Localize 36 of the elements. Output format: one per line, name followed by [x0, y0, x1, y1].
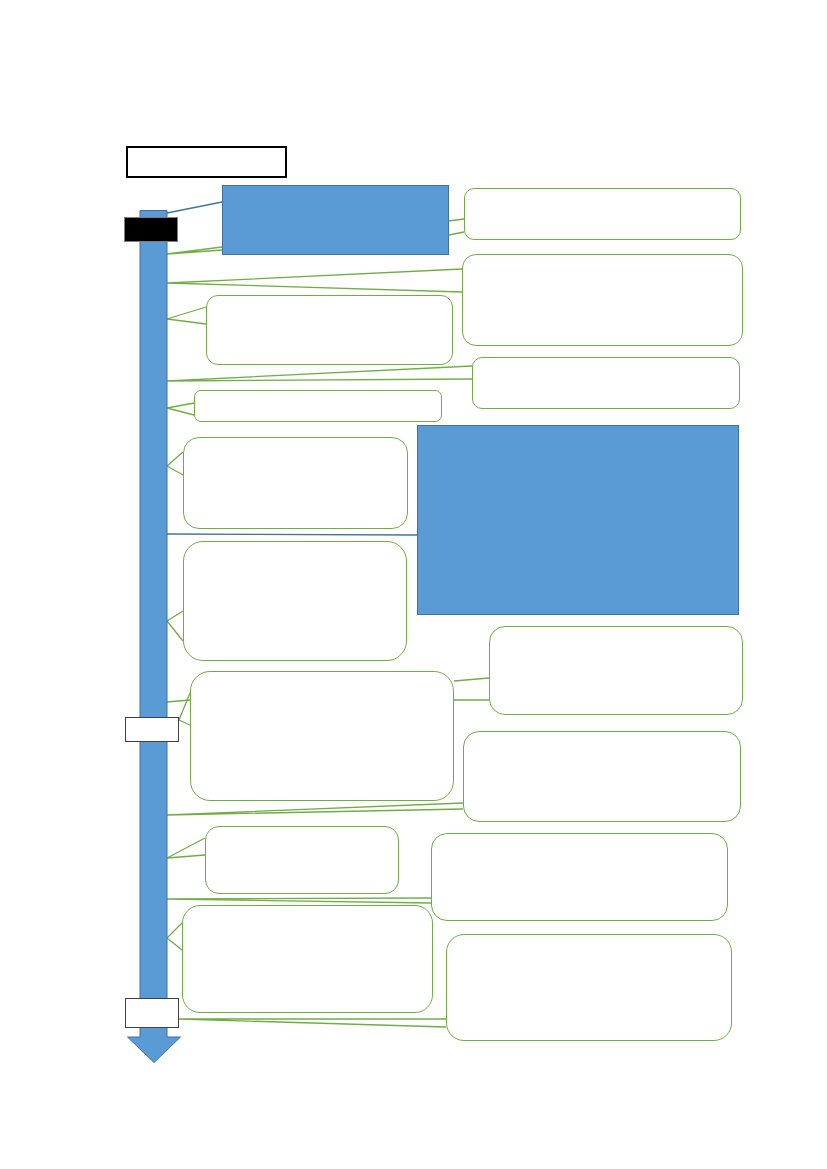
callout-pointer [166, 402, 195, 416]
callout-pointer [166, 897, 432, 904]
callout-bubble [206, 295, 453, 365]
callout-pointer [166, 365, 473, 382]
callout-bubble [489, 626, 743, 715]
callout-pointer [166, 922, 183, 951]
callout-pointer [178, 692, 191, 726]
callout-pointer [166, 837, 206, 859]
callout-bubble [183, 437, 408, 529]
connector-line [166, 699, 191, 703]
content-panel [222, 185, 449, 255]
callout-pointer [178, 1018, 447, 1028]
callout-pointer [453, 677, 490, 701]
callout-pointer [166, 306, 207, 325]
callout-pointer [166, 802, 464, 816]
connector-line [166, 533, 418, 536]
callout-pointer [448, 218, 465, 236]
callout-bubble [446, 934, 732, 1041]
callout-bubble [464, 188, 741, 240]
callout-bubble [183, 541, 407, 661]
callout-bubble [194, 390, 442, 422]
callout-bubble [205, 826, 399, 894]
callout-bubble [182, 905, 433, 1013]
callout-pointer [166, 268, 463, 293]
callout-bubble [472, 357, 740, 409]
connector-line [166, 201, 223, 214]
callout-bubble [462, 254, 743, 346]
callout-pointer [166, 246, 223, 255]
callout-pointer [166, 451, 184, 476]
header-box [126, 146, 287, 178]
callout-bubble [463, 731, 741, 822]
callout-bubble [190, 671, 454, 801]
callout-pointer [166, 610, 184, 642]
content-panel [417, 425, 739, 615]
callout-bubble [431, 833, 728, 921]
timeline-axis [127, 210, 181, 1063]
